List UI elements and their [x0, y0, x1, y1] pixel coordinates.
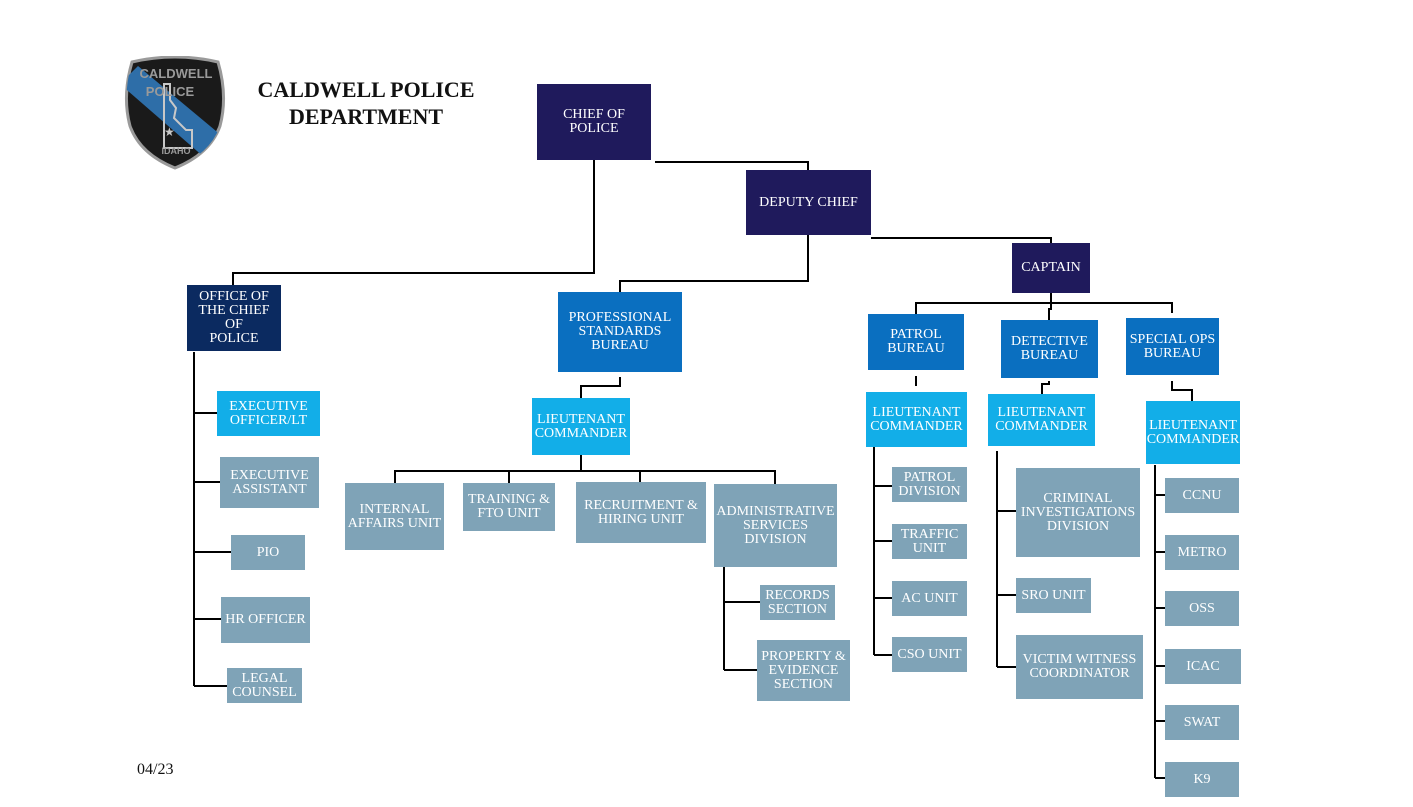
badge-text-caldwell: CALDWELL — [140, 66, 213, 81]
department-title: CALDWELL POLICE DEPARTMENT — [257, 77, 475, 129]
recruitment-hiring-unit-box: RECRUITMENT & HIRING UNIT — [576, 482, 706, 543]
badge-text-police: POLICE — [146, 84, 195, 99]
swat-box: SWAT — [1165, 705, 1239, 740]
office-of-chief-box: OFFICE OF THE CHIEF OF POLICE — [187, 285, 281, 351]
executive-officer-box: EXECUTIVE OFFICER/LT — [217, 391, 320, 436]
executive-assistant-box: EXECUTIVE ASSISTANT — [220, 457, 319, 508]
property-evidence-section-box: PROPERTY & EVIDENCE SECTION — [757, 640, 850, 701]
patrol-lieutenant-commander-box: LIEUTENANT COMMANDER — [866, 392, 967, 447]
deputy-chief-box: DEPUTY CHIEF — [746, 170, 871, 235]
criminal-investigations-division-box: CRIMINAL INVESTIGATIONS DIVISION — [1016, 468, 1140, 557]
administrative-services-division-box: ADMINISTRATIVE SERVICES DIVISION — [714, 484, 837, 567]
oss-box: OSS — [1165, 591, 1239, 626]
ccnu-box: CCNU — [1165, 478, 1239, 513]
professional-standards-bureau-box: PROFESSIONAL STANDARDS BUREAU — [558, 292, 682, 372]
icac-box: ICAC — [1165, 649, 1241, 684]
badge-star: ★ — [164, 125, 175, 139]
internal-affairs-unit-box: INTERNAL AFFAIRS UNIT — [345, 483, 444, 550]
chief-of-police-box: CHIEF OF POLICE — [537, 84, 651, 160]
badge-text-idaho: IDAHO — [162, 146, 191, 156]
special-ops-lieutenant-commander-box: LIEUTENANT COMMANDER — [1146, 401, 1240, 464]
patrol-division-box: PATROL DIVISION — [892, 467, 967, 502]
pio-box: PIO — [231, 535, 305, 570]
traffic-unit-box: TRAFFIC UNIT — [892, 524, 967, 559]
hr-officer-box: HR OFFICER — [221, 597, 310, 643]
patrol-bureau-box: PATROL BUREAU — [868, 314, 964, 370]
metro-box: METRO — [1165, 535, 1239, 570]
police-badge-logo: ★ CALDWELL POLICE IDAHO — [124, 56, 226, 170]
records-section-box: RECORDS SECTION — [760, 585, 835, 620]
sro-unit-box: SRO UNIT — [1016, 578, 1091, 613]
captain-box: CAPTAIN — [1012, 243, 1090, 293]
victim-witness-coordinator-box: VICTIM WITNESS COORDINATOR — [1016, 635, 1143, 699]
legal-counsel-box: LEGAL COUNSEL — [227, 668, 302, 703]
detective-bureau-box: DETECTIVE BUREAU — [1001, 320, 1098, 378]
ac-unit-box: AC UNIT — [892, 581, 967, 616]
special-ops-bureau-box: SPECIAL OPS BUREAU — [1126, 318, 1219, 375]
training-fto-unit-box: TRAINING & FTO UNIT — [463, 483, 555, 531]
cso-unit-box: CSO UNIT — [892, 637, 967, 672]
detective-lieutenant-commander-box: LIEUTENANT COMMANDER — [988, 394, 1095, 446]
revision-date: 04/23 — [137, 761, 174, 778]
psb-lieutenant-commander-box: LIEUTENANT COMMANDER — [532, 398, 630, 455]
k9-box: K9 — [1165, 762, 1239, 797]
